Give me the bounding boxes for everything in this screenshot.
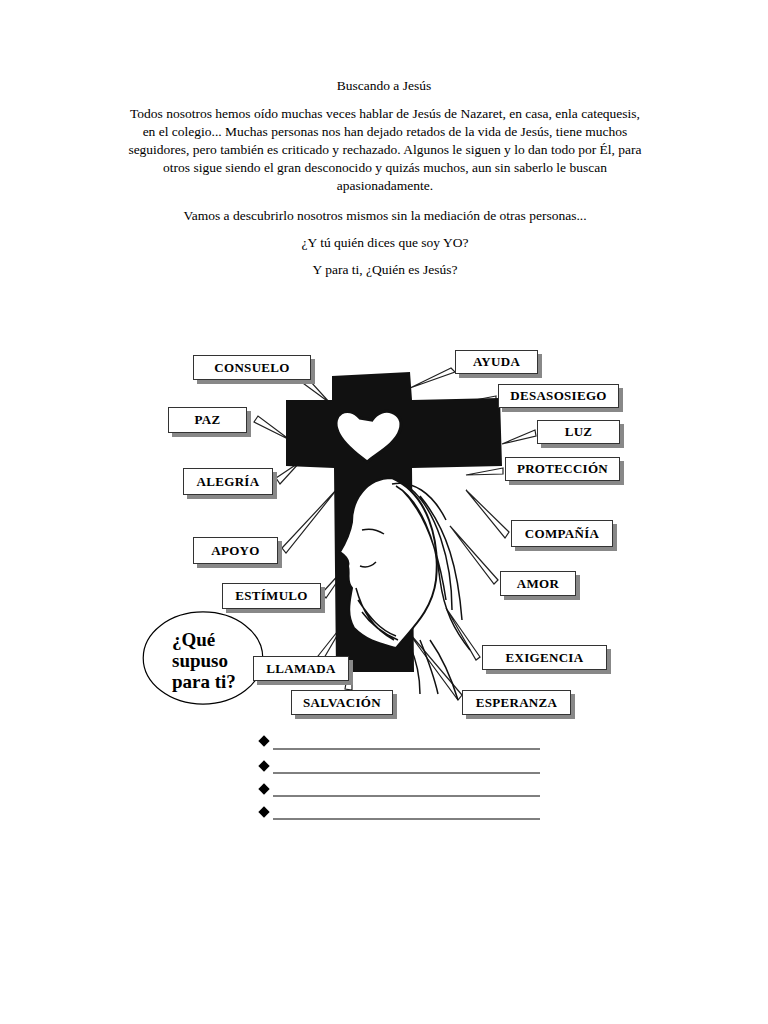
concept-label: LUZ bbox=[557, 424, 601, 440]
concept-box: LLAMADA bbox=[253, 656, 349, 681]
text-block: Vamos a descubrirlo nosotros mismos sin … bbox=[124, 207, 646, 225]
question-text: ¿Qué supuso para ti? bbox=[172, 629, 254, 692]
concept-label: LLAMADA bbox=[258, 661, 343, 677]
concept-box: ESTÍMULO bbox=[222, 583, 321, 609]
concept-box: COMPAÑÍA bbox=[511, 520, 613, 547]
concept-box: ESPERANZA bbox=[462, 690, 571, 715]
concept-label: PROTECCIÓN bbox=[509, 461, 616, 477]
answer-lines bbox=[258, 735, 540, 819]
concept-box: DESASOSIEGO bbox=[498, 384, 619, 408]
concept-label: ESPERANZA bbox=[468, 695, 565, 711]
concept-box: CONSUELO bbox=[193, 355, 311, 380]
concept-label: AYUDA bbox=[465, 354, 528, 370]
text-block: Todos nosotros hemos oído muchas veces h… bbox=[124, 105, 646, 195]
concept-label: PAZ bbox=[187, 412, 229, 428]
concept-box: ALEGRÍA bbox=[183, 468, 273, 495]
concept-label: COMPAÑÍA bbox=[517, 526, 607, 542]
concept-box: LUZ bbox=[537, 420, 620, 444]
cross bbox=[286, 372, 502, 672]
concept-label: SALVACIÓN bbox=[295, 695, 389, 711]
concept-label: ESTÍMULO bbox=[227, 588, 315, 604]
concept-box: PAZ bbox=[168, 407, 247, 433]
concept-box: APOYO bbox=[193, 537, 278, 564]
concept-label: APOYO bbox=[203, 543, 267, 559]
concept-label: AMOR bbox=[509, 576, 567, 592]
concept-box: EXIGENCIA bbox=[482, 645, 607, 670]
text-block: Y para ti, ¿Quién es Jesús? bbox=[124, 261, 646, 279]
concept-label: ALEGRÍA bbox=[189, 474, 268, 490]
jesus-profile bbox=[340, 478, 470, 700]
concept-label: DESASOSIEGO bbox=[502, 388, 615, 404]
text-block: ¿Y tú quién dices que soy YO? bbox=[124, 234, 646, 252]
concept-box: AYUDA bbox=[455, 350, 538, 374]
concept-label: EXIGENCIA bbox=[498, 650, 592, 666]
question-circle: ¿Qué supuso para ti? bbox=[142, 611, 264, 705]
concept-box: PROTECCIÓN bbox=[505, 457, 620, 481]
text-block: Buscando a Jesús bbox=[124, 77, 644, 95]
concept-label: CONSUELO bbox=[206, 360, 297, 376]
concept-box: SALVACIÓN bbox=[291, 690, 393, 715]
concept-box: AMOR bbox=[500, 571, 576, 596]
